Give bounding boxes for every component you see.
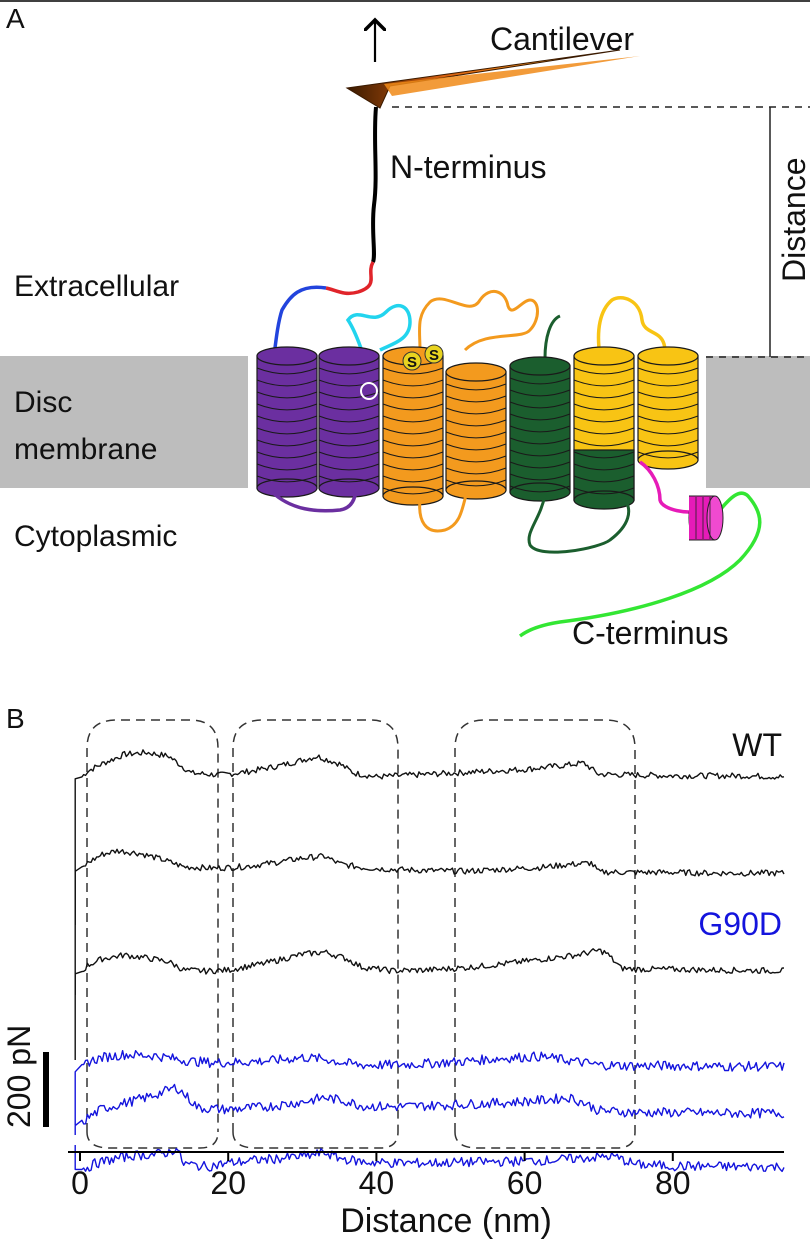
label-cytoplasmic: Cytoplasmic — [14, 520, 177, 553]
helix-5 — [509, 356, 571, 502]
label-membrane: membrane — [14, 433, 157, 466]
x-tick-label: 40 — [359, 1165, 395, 1201]
scale-bar-label: 200 pN — [1, 1025, 37, 1128]
trace-line-3 — [74, 948, 785, 1060]
x-axis-ticks: 0 20 40 60 80 — [71, 1152, 691, 1201]
panel-b: B WT G90D 200 pN 0 20 40 60 80 Distance (nm) — [1, 703, 785, 1240]
series-label-wt: WT — [732, 727, 782, 763]
helix-8 — [688, 495, 724, 541]
trace-line-4 — [74, 1050, 785, 1125]
panel-a: A Extracellular Disc membrane Cytoplasmi… — [0, 0, 810, 651]
loop-orange-extracellular — [417, 290, 539, 352]
label-cantilever: Cantilever — [490, 21, 634, 57]
label-n-terminus: N-terminus — [390, 149, 546, 185]
label-disc: Disc — [14, 386, 72, 419]
force-traces — [74, 749, 785, 1173]
loop-green-extracellular — [543, 314, 561, 359]
disulfide-s2-circle — [424, 344, 444, 364]
x-tick-label: 0 — [71, 1165, 89, 1201]
trace-line-5 — [74, 1083, 785, 1135]
n-terminus-blue-segment — [272, 285, 327, 357]
membrane-left — [0, 356, 248, 488]
trace-line-2 — [74, 848, 785, 995]
helix-4 — [445, 362, 507, 500]
mutation-site-marker — [360, 382, 378, 400]
helices — [256, 346, 699, 510]
x-axis-label: Distance (nm) — [340, 1202, 552, 1240]
x-tick-label: 60 — [507, 1165, 543, 1201]
n-terminus-chain — [371, 106, 378, 263]
helix-1 — [256, 346, 318, 498]
disulfide-s2: S — [429, 347, 439, 364]
c-terminus-chain — [518, 491, 762, 638]
cantilever-arm — [384, 56, 640, 96]
label-c-terminus: C-terminus — [572, 615, 728, 651]
peak-region-brackets — [86, 719, 636, 1149]
loop-green-cytoplasmic — [527, 494, 631, 554]
label-extracellular: Extracellular — [14, 270, 179, 303]
n-terminus-red-segment — [325, 261, 375, 296]
series-label-g90d: G90D — [698, 906, 782, 942]
loop-purple-cytoplasmic — [266, 485, 358, 513]
x-tick-label: 80 — [655, 1165, 691, 1201]
trace-line-1 — [74, 749, 785, 925]
loop-orange-cytoplasmic — [418, 494, 468, 533]
panel-letter-b: B — [6, 703, 25, 734]
disulfide-s1-circle — [402, 351, 422, 371]
loop-magenta — [638, 460, 701, 514]
membrane-right — [706, 356, 810, 488]
panel-letter-a: A — [6, 3, 25, 34]
helix-6 — [573, 346, 635, 510]
helix-2 — [318, 346, 380, 498]
helix-7 — [637, 346, 699, 470]
loop-cyan — [345, 303, 412, 381]
x-tick-label: 20 — [210, 1165, 246, 1201]
trace-line-6 — [74, 1145, 785, 1173]
disulfide-s1: S — [407, 354, 417, 371]
label-distance: Distance — [776, 158, 810, 283]
